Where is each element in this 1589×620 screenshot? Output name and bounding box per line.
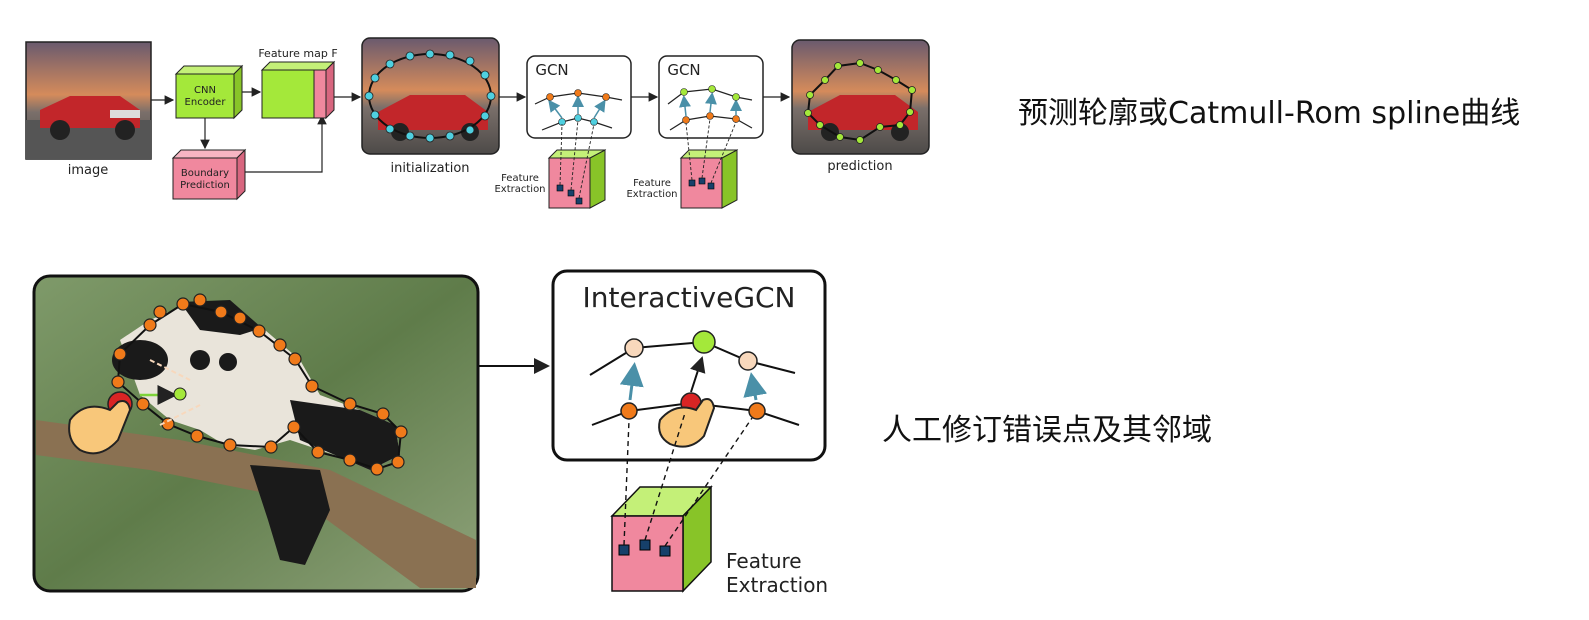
prediction-image — [791, 39, 930, 155]
image-label: image — [68, 163, 109, 178]
initialization-label: initialization — [390, 161, 469, 176]
caption-top: 预测轮廓或Catmull-Rom spline曲线 — [1018, 96, 1521, 131]
feature-cube-1 — [547, 119, 607, 209]
interactive-gcn-label: InteractiveGCN — [582, 281, 795, 314]
feature-cube-bottom — [610, 412, 753, 593]
interactive-gcn-block: InteractiveGCN — [551, 269, 827, 462]
init-contour-points — [364, 49, 496, 143]
bottom-pipeline: InteractiveGCN — [32, 269, 828, 597]
prediction-label: prediction — [827, 159, 892, 174]
gcn-block-2: GCN — [658, 55, 764, 139]
cnn-encoder-block — [174, 64, 244, 120]
pointer-hand-icon — [658, 398, 716, 448]
pointer-hand-icon — [68, 400, 132, 455]
arrow-boundary-to-featuremap — [245, 114, 327, 173]
panda-contour-points — [111, 293, 408, 476]
panda-image — [32, 274, 480, 593]
input-car-image — [25, 41, 152, 160]
caption-bottom: 人工修订错误点及其邻域 — [882, 413, 1212, 448]
gcn-2-label: GCN — [667, 61, 700, 79]
feature-map-label: Feature map F — [258, 47, 337, 60]
gcn-block-1: GCN — [526, 55, 632, 139]
feature-map-block — [260, 60, 336, 120]
prediction-contour-points — [804, 59, 916, 144]
boundary-prediction-block — [171, 148, 247, 201]
feature-cube-2 — [679, 118, 739, 209]
gcn-1-label: GCN — [535, 61, 568, 79]
initialization-image — [361, 37, 500, 155]
